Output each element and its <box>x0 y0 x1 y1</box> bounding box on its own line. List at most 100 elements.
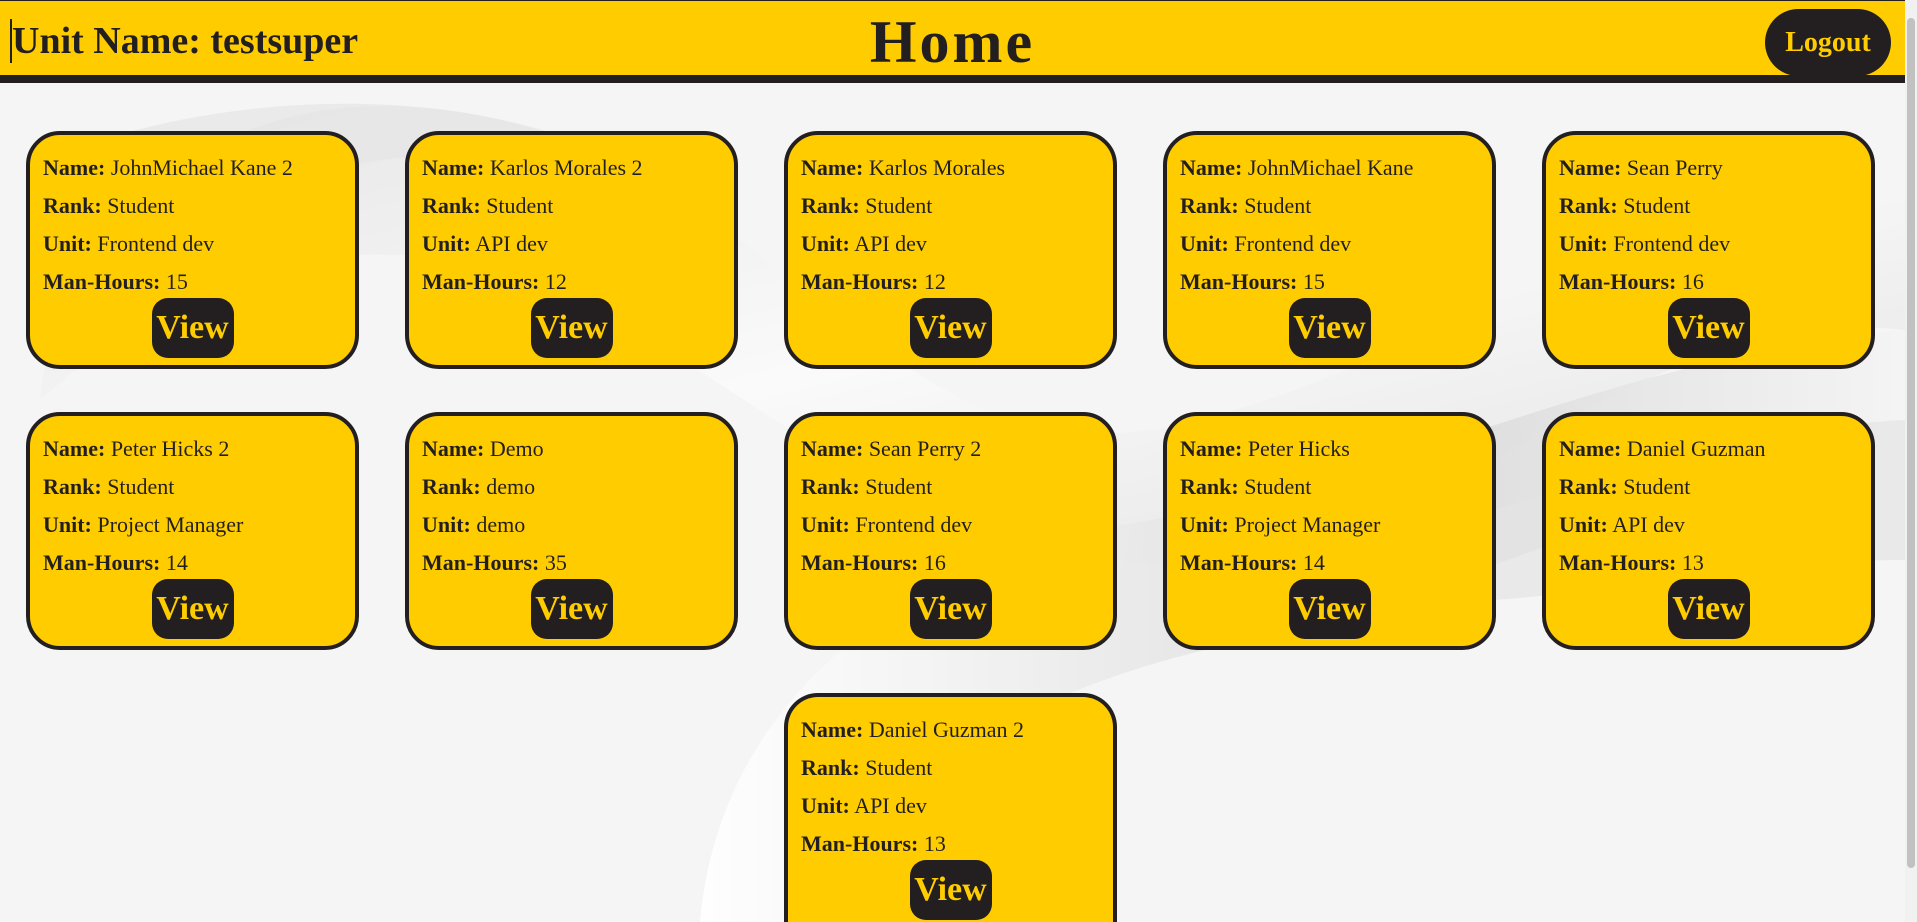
hours-label: Man-Hours: <box>43 269 161 294</box>
rank-row: Rank: demo <box>422 468 734 506</box>
unit-row: Unit: Project Manager <box>1180 506 1492 544</box>
soldier-card: Name: Demo Rank: demo Unit: demo Man-Hou… <box>405 412 738 650</box>
hours-row: Man-Hours: 16 <box>801 544 1113 582</box>
rank-label: Rank: <box>1180 474 1239 499</box>
soldier-card: Name: Karlos Morales 2 Rank: Student Uni… <box>405 131 738 369</box>
rank-row: Rank: Student <box>801 468 1113 506</box>
hours-value: 14 <box>1302 550 1325 575</box>
name-label: Name: <box>422 155 485 180</box>
name-value: Sean Perry <box>1626 155 1723 180</box>
name-row: Name: Karlos Morales 2 <box>422 149 734 187</box>
hours-label: Man-Hours: <box>1559 269 1677 294</box>
name-value: Karlos Morales 2 <box>489 155 643 180</box>
top-bar: Unit Name: testsuper Home Logout <box>0 0 1905 83</box>
name-label: Name: <box>1559 436 1622 461</box>
unit-value: API dev <box>854 793 927 818</box>
name-value: Peter Hicks 2 <box>110 436 230 461</box>
view-button[interactable]: View <box>909 579 992 639</box>
rank-label: Rank: <box>422 193 481 218</box>
view-button[interactable]: View <box>530 298 613 358</box>
hours-label: Man-Hours: <box>1180 550 1298 575</box>
rank-row: Rank: Student <box>1180 187 1492 225</box>
view-button[interactable]: View <box>1667 579 1750 639</box>
hours-label: Man-Hours: <box>1180 269 1298 294</box>
rank-row: Rank: Student <box>1559 468 1871 506</box>
rank-label: Rank: <box>1559 193 1618 218</box>
rank-row: Rank: Student <box>43 187 355 225</box>
unit-row: Unit: API dev <box>422 225 734 263</box>
soldier-card: Name: Sean Perry Rank: Student Unit: Fro… <box>1542 131 1875 369</box>
unit-label: Unit: <box>1180 512 1229 537</box>
name-row: Name: Daniel Guzman 2 <box>801 711 1113 749</box>
rank-label: Rank: <box>43 474 102 499</box>
unit-value: Frontend dev <box>97 231 215 256</box>
hours-value: 16 <box>1681 269 1704 294</box>
name-label: Name: <box>1180 436 1243 461</box>
view-button[interactable]: View <box>909 860 992 920</box>
rank-label: Rank: <box>1559 474 1618 499</box>
unit-value: Frontend dev <box>1613 231 1731 256</box>
name-value: Demo <box>489 436 544 461</box>
hours-row: Man-Hours: 16 <box>1559 263 1871 301</box>
soldier-card: Name: JohnMichael Kane Rank: Student Uni… <box>1163 131 1496 369</box>
name-label: Name: <box>1559 155 1622 180</box>
unit-value: Frontend dev <box>1234 231 1352 256</box>
hours-label: Man-Hours: <box>801 550 919 575</box>
name-row: Name: JohnMichael Kane <box>1180 149 1492 187</box>
unit-label: Unit: <box>1559 512 1608 537</box>
view-button[interactable]: View <box>530 579 613 639</box>
unit-label: Unit: <box>1559 231 1608 256</box>
name-label: Name: <box>43 436 106 461</box>
unit-name-label: Unit Name: testsuper <box>10 19 359 63</box>
unit-row: Unit: API dev <box>801 787 1113 825</box>
hours-label: Man-Hours: <box>43 550 161 575</box>
rank-value: Student <box>486 193 554 218</box>
name-row: Name: Peter Hicks 2 <box>43 430 355 468</box>
unit-row: Unit: API dev <box>801 225 1113 263</box>
unit-row: Unit: demo <box>422 506 734 544</box>
rank-value: Student <box>865 193 933 218</box>
page-scrollbar[interactable] <box>1905 0 1917 922</box>
view-button[interactable]: View <box>909 298 992 358</box>
unit-label: Unit: <box>801 512 850 537</box>
unit-row: Unit: Project Manager <box>43 506 355 544</box>
name-label: Name: <box>1180 155 1243 180</box>
hours-row: Man-Hours: 15 <box>1180 263 1492 301</box>
hours-row: Man-Hours: 13 <box>1559 544 1871 582</box>
name-label: Name: <box>801 155 864 180</box>
view-button[interactable]: View <box>1667 298 1750 358</box>
rank-label: Rank: <box>801 193 860 218</box>
rank-row: Rank: Student <box>1559 187 1871 225</box>
view-button[interactable]: View <box>1288 298 1371 358</box>
unit-row: Unit: API dev <box>1559 506 1871 544</box>
logout-button[interactable]: Logout <box>1765 9 1891 76</box>
hours-value: 14 <box>165 550 188 575</box>
view-button[interactable]: View <box>1288 579 1371 639</box>
unit-label: Unit: <box>43 231 92 256</box>
rank-value: Student <box>1623 193 1691 218</box>
soldier-card: Name: Sean Perry 2 Rank: Student Unit: F… <box>784 412 1117 650</box>
hours-row: Man-Hours: 12 <box>422 263 734 301</box>
hours-label: Man-Hours: <box>801 269 919 294</box>
hours-value: 35 <box>544 550 567 575</box>
scrollbar-thumb[interactable] <box>1907 18 1915 868</box>
name-row: Name: Sean Perry 2 <box>801 430 1113 468</box>
rank-value: Student <box>1244 474 1312 499</box>
hours-value: 13 <box>1681 550 1704 575</box>
name-row: Name: Peter Hicks <box>1180 430 1492 468</box>
rank-value: Student <box>865 755 933 780</box>
unit-label: Unit: <box>422 231 471 256</box>
name-row: Name: Daniel Guzman <box>1559 430 1871 468</box>
view-button[interactable]: View <box>151 579 234 639</box>
hours-label: Man-Hours: <box>801 831 919 856</box>
name-value: Daniel Guzman <box>1626 436 1766 461</box>
hours-value: 15 <box>1302 269 1325 294</box>
name-label: Name: <box>801 436 864 461</box>
rank-value: Student <box>1623 474 1691 499</box>
hours-row: Man-Hours: 13 <box>801 825 1113 863</box>
rank-value: Student <box>1244 193 1312 218</box>
unit-value: API dev <box>475 231 548 256</box>
view-button[interactable]: View <box>151 298 234 358</box>
name-row: Name: Sean Perry <box>1559 149 1871 187</box>
